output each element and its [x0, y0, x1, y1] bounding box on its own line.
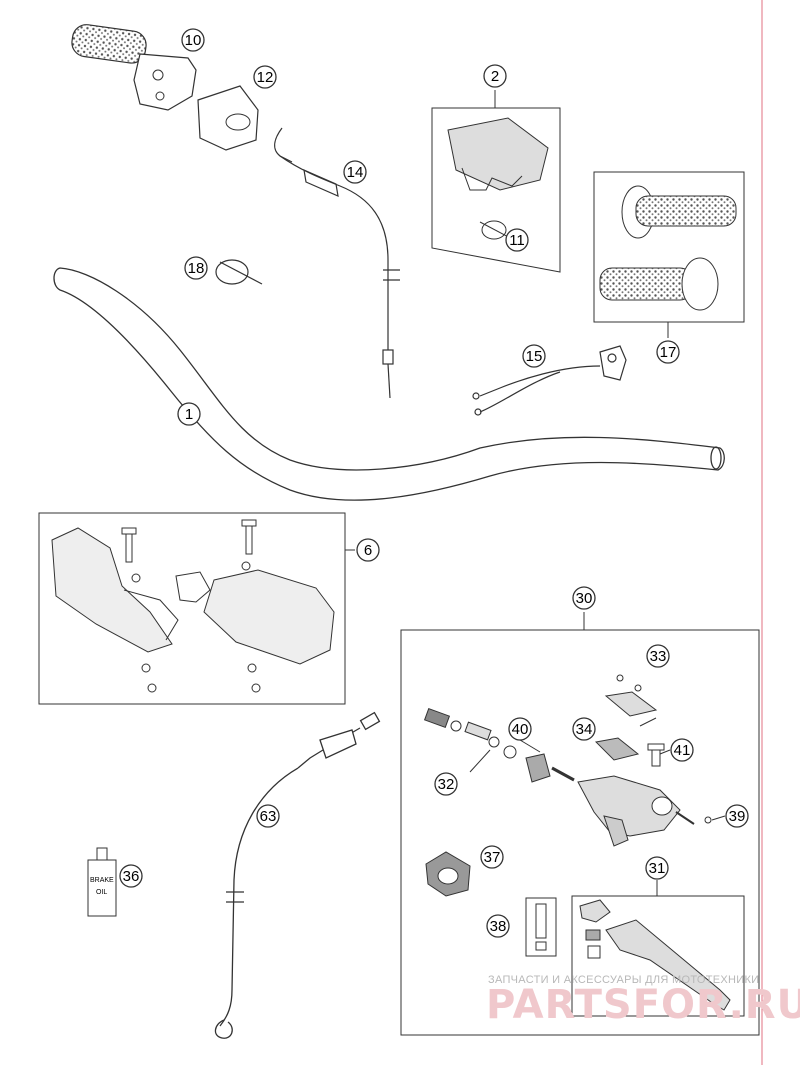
callout-30: 30: [572, 586, 596, 610]
watermark-tagline: ЗАПЧАСТИ И АКСЕССУАРЫ ДЛЯ МОТОТЕХНИКИ: [488, 974, 759, 986]
svg-text:31: 31: [649, 860, 666, 877]
svg-text:37: 37: [484, 849, 501, 866]
callout-40: 40: [508, 717, 532, 741]
throttle-cable: [274, 127, 400, 399]
throttle-cover: [197, 85, 259, 151]
svg-text:11: 11: [509, 232, 525, 249]
callout-11: 11: [505, 228, 529, 252]
svg-text:15: 15: [526, 348, 543, 365]
svg-text:18: 18: [188, 260, 205, 277]
callout-1: 1: [177, 402, 201, 426]
callout-17: 17: [656, 340, 680, 364]
kill-switch: [472, 345, 627, 416]
brake-oil-bottle: BRAKE OIL: [87, 847, 117, 917]
part-box-6: [38, 512, 346, 705]
part-box-17: [593, 171, 745, 323]
svg-text:36: 36: [123, 868, 140, 885]
cable-tie: [215, 259, 263, 285]
svg-text:38: 38: [490, 918, 507, 935]
oil-label-line2: OIL: [96, 889, 107, 896]
part-box-2: [431, 107, 561, 273]
svg-text:39: 39: [729, 808, 746, 825]
callout-63: 63: [256, 804, 280, 828]
svg-text:17: 17: [660, 344, 677, 361]
handlebar: [53, 267, 725, 501]
callout-12: 12: [253, 65, 277, 89]
callout-37: 37: [480, 845, 504, 869]
callout-14: 14: [343, 160, 367, 184]
callout-18: 18: [184, 256, 208, 280]
svg-text:2: 2: [491, 68, 499, 85]
callout-38: 38: [486, 914, 510, 938]
svg-text:40: 40: [512, 721, 529, 738]
callout-41: 41: [670, 738, 694, 762]
throttle-grip: [71, 24, 197, 111]
callout-15: 15: [522, 344, 546, 368]
svg-text:32: 32: [438, 776, 455, 793]
clutch-cable: [214, 711, 381, 1039]
svg-text:41: 41: [674, 742, 691, 759]
callout-36: 36: [119, 864, 143, 888]
callout-6: 6: [356, 538, 380, 562]
svg-text:34: 34: [576, 721, 593, 738]
svg-text:1: 1: [185, 406, 193, 423]
part-box-30: [400, 612, 760, 1036]
svg-text:12: 12: [257, 69, 274, 86]
svg-text:10: 10: [185, 32, 202, 49]
leader-lines: [345, 90, 726, 896]
callout-10: 10: [181, 28, 205, 52]
callout-32: 32: [434, 772, 458, 796]
callout-39: 39: [725, 804, 749, 828]
callout-34: 34: [572, 717, 596, 741]
svg-text:14: 14: [347, 164, 364, 181]
svg-text:63: 63: [260, 808, 277, 825]
callout-2: 2: [483, 64, 507, 88]
svg-text:33: 33: [650, 648, 667, 665]
oil-label-line1: BRAKE: [90, 877, 114, 884]
callout-31: 31: [645, 856, 669, 880]
svg-text:6: 6: [364, 542, 372, 559]
watermark-brand: PARTSFOR.RU: [486, 982, 800, 1028]
callout-33: 33: [646, 644, 670, 668]
svg-text:30: 30: [576, 590, 593, 607]
